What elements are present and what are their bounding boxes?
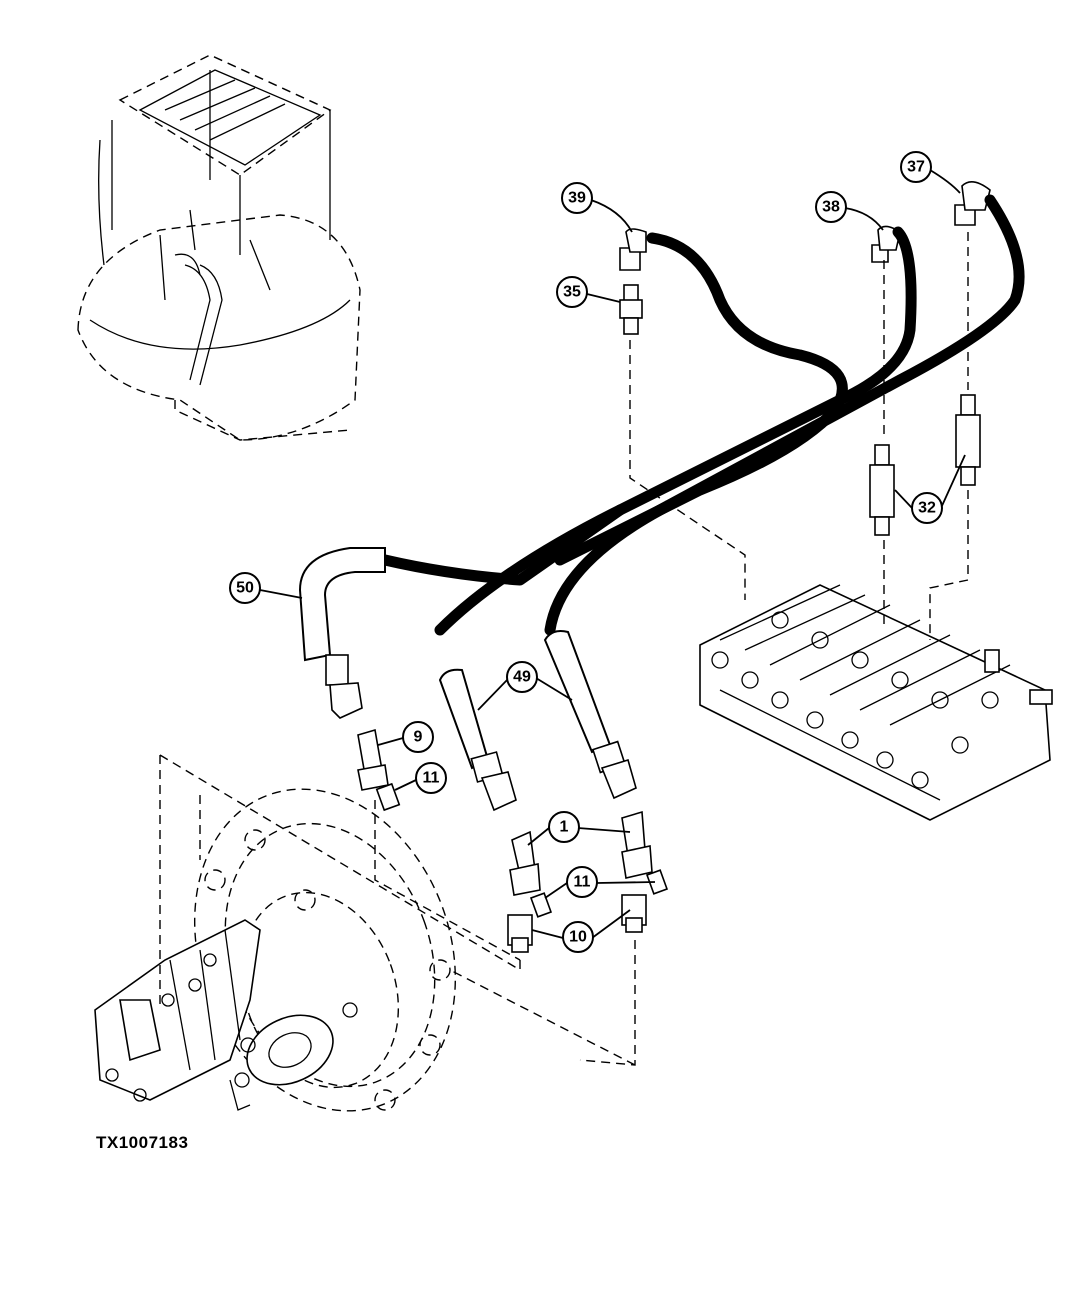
callout-11-upper-label: 11 bbox=[423, 770, 440, 787]
figure-id-label: TX1007183 bbox=[96, 1133, 189, 1152]
callout-39: 39 bbox=[561, 182, 593, 214]
callout-11-upper: 11 bbox=[415, 762, 447, 794]
machine-overview-illustration bbox=[77, 54, 361, 441]
callout-49: 49 bbox=[506, 661, 538, 693]
fitting-plug-11-upper bbox=[375, 782, 401, 812]
callout-11-lower: 11 bbox=[566, 866, 598, 898]
leader-lines bbox=[259, 169, 966, 939]
fitting-elbow-9 bbox=[357, 728, 389, 791]
callout-50: 50 bbox=[229, 572, 261, 604]
callout-9-label: 9 bbox=[414, 729, 423, 746]
fitting-adapter-32-a bbox=[869, 444, 895, 536]
fitting-adapter-35 bbox=[619, 284, 643, 335]
fitting-plug-11-left bbox=[529, 892, 553, 918]
callout-1-label: 1 bbox=[560, 819, 569, 836]
fitting-adapter-10-left bbox=[507, 914, 533, 953]
fitting-plug-11-right bbox=[645, 869, 669, 895]
fitting-adapter-10-right bbox=[621, 894, 647, 933]
hose-39 bbox=[554, 232, 848, 566]
hose-37 bbox=[544, 194, 1025, 636]
fitting-elbow-39 bbox=[619, 228, 647, 271]
callout-32-label: 32 bbox=[918, 500, 936, 517]
callout-10: 10 bbox=[562, 921, 594, 953]
callout-32: 32 bbox=[911, 492, 943, 524]
assembly-guide-lines bbox=[159, 232, 969, 1066]
callout-37: 37 bbox=[900, 151, 932, 183]
callout-37-label: 37 bbox=[907, 159, 925, 176]
callout-38-label: 38 bbox=[822, 199, 840, 216]
callout-50-label: 50 bbox=[236, 580, 254, 597]
callout-38: 38 bbox=[815, 191, 847, 223]
callout-9: 9 bbox=[402, 721, 434, 753]
hose-50 bbox=[298, 504, 626, 719]
fitting-adapter-32-b bbox=[955, 394, 981, 486]
hose-49-right bbox=[543, 630, 637, 800]
fitting-elbow-1-right bbox=[621, 810, 653, 879]
callout-35-label: 35 bbox=[563, 284, 581, 301]
hose-38 bbox=[434, 226, 917, 636]
pump-assembly bbox=[94, 788, 457, 1112]
callout-1: 1 bbox=[548, 811, 580, 843]
fitting-elbow-37 bbox=[954, 181, 991, 226]
callout-10-label: 10 bbox=[569, 929, 587, 946]
callout-49-label: 49 bbox=[513, 669, 531, 686]
callout-11-lower-label: 11 bbox=[574, 874, 591, 891]
control-valve-assembly bbox=[699, 584, 1053, 821]
fitting-elbow-1-left bbox=[509, 830, 541, 896]
callout-35: 35 bbox=[556, 276, 588, 308]
callout-39-label: 39 bbox=[568, 190, 586, 207]
hose-49-left bbox=[438, 668, 517, 812]
